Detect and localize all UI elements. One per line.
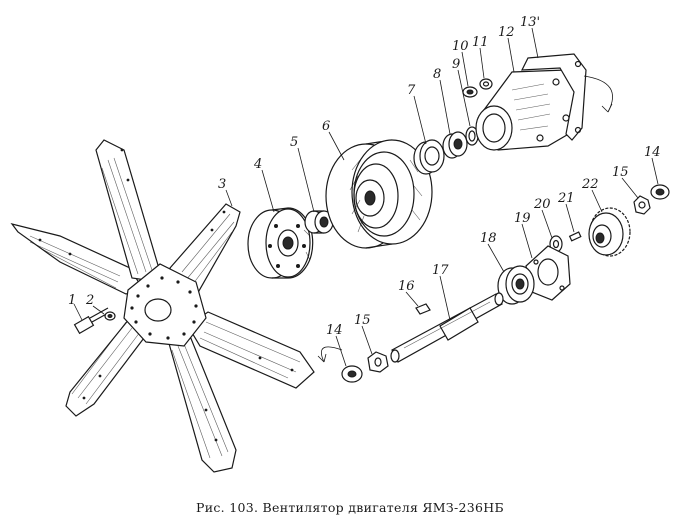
label-part-9: 9	[452, 57, 460, 72]
bolt-part-1	[73, 307, 111, 335]
fan-assembly	[10, 139, 315, 473]
figure-caption: Рис. 103. Вентилятор двигателя ЯМЗ-236НБ	[196, 500, 504, 515]
label-part-12: 12	[498, 25, 515, 40]
label-part-19: 19	[514, 211, 531, 226]
spacer-part-7	[413, 139, 445, 175]
key-part-16	[415, 303, 431, 315]
label-part-10: 10	[452, 39, 469, 54]
label-part-3: 3	[218, 177, 226, 192]
part-labels: 1 2 3 4 5 6 7 8 9 10 11 12 13' 14 15 22 …	[68, 15, 661, 338]
pulley-part-6	[325, 139, 433, 249]
shaft-part-17	[390, 292, 504, 363]
label-part-1: 1	[68, 293, 76, 308]
nut-part-10	[462, 86, 478, 98]
key-part-21	[568, 231, 582, 242]
label-part-18: 18	[480, 231, 497, 246]
washer-part-2	[104, 311, 116, 321]
label-part-15-upper: 15	[612, 165, 629, 180]
label-part-16: 16	[398, 279, 415, 294]
label-part-14-upper: 14	[644, 145, 661, 160]
gear-part-22	[588, 207, 631, 257]
label-part-11: 11	[472, 35, 489, 50]
label-part-20: 20	[533, 197, 551, 212]
label-part-17: 17	[432, 263, 449, 278]
label-part-7: 7	[407, 83, 416, 98]
label-part-5: 5	[290, 135, 298, 150]
washer-part-15-lower	[367, 351, 389, 373]
bearing-part-8	[442, 131, 468, 159]
label-part-22: 22	[581, 177, 599, 192]
washer-part-11	[479, 78, 493, 90]
bearing-part-18	[497, 265, 535, 305]
plate-part-19	[525, 245, 571, 301]
hub-part-4	[247, 207, 314, 279]
label-part-2: 2	[85, 293, 94, 308]
label-part-6: 6	[322, 119, 330, 134]
housing-part-12	[475, 69, 581, 151]
leader-lines	[73, 27, 659, 367]
ring-part-9	[465, 126, 479, 146]
label-part-8: 8	[433, 67, 441, 82]
nut-part-14-upper	[650, 184, 670, 200]
washer-part-15-upper	[633, 195, 651, 215]
label-part-4: 4	[253, 157, 262, 172]
label-part-21: 21	[557, 191, 575, 206]
nut-part-14-lower	[317, 346, 363, 383]
label-part-14-lower: 14	[326, 323, 343, 338]
label-part-15-lower: 15	[354, 313, 371, 328]
gasket-part-13	[521, 53, 613, 141]
label-part-13: 13'	[520, 15, 540, 30]
